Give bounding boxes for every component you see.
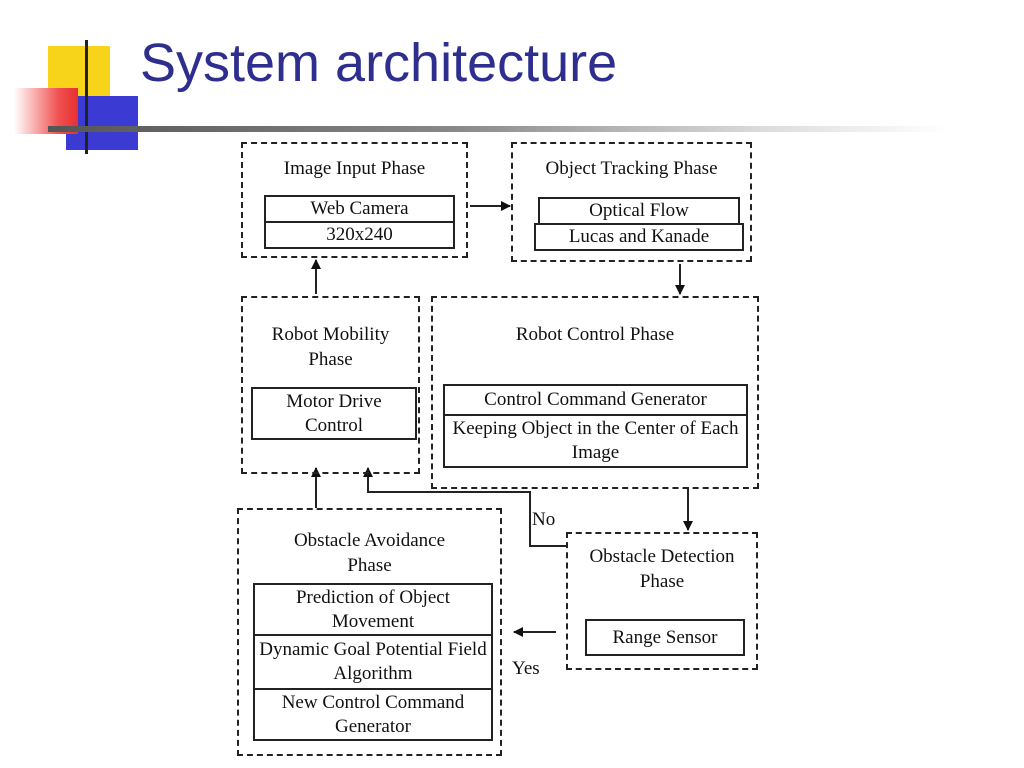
keep-object-centered-box: Keeping Object in the Center of Each Ima…	[443, 414, 748, 468]
robot-control-phase-title: Robot Control Phase	[515, 324, 675, 345]
slide-title: System architecture	[140, 33, 618, 93]
web-camera-box: Web Camera	[264, 195, 455, 223]
new-control-command-box: New Control Command Generator	[253, 688, 493, 741]
optical-flow-box: Optical Flow	[538, 197, 740, 225]
obstacle-detection-phase: Obstacle Detection Phase	[566, 532, 758, 670]
yes-label: Yes	[512, 658, 540, 679]
decor-vertical-line	[85, 40, 88, 154]
resolution-box: 320x240	[264, 221, 455, 249]
control-command-generator-box: Control Command Generator	[443, 384, 748, 416]
obstacle-avoidance-phase: Obstacle Avoidance Phase	[237, 508, 502, 756]
decor-blue-square	[66, 96, 138, 150]
robot-mobility-phase: Robot Mobility Phase	[241, 296, 420, 474]
arrow-detection-no-to-mobility	[363, 467, 566, 547]
object-tracking-phase-title: Object Tracking Phase	[545, 158, 718, 179]
title-underline	[48, 126, 948, 132]
prediction-movement-box: Prediction of Object Movement	[253, 583, 493, 636]
robot-control-phase: Robot Control Phase	[431, 296, 759, 489]
no-label: No	[532, 509, 556, 530]
motor-drive-control-box: Motor Drive Control	[251, 387, 417, 440]
range-sensor-box: Range Sensor	[585, 619, 745, 656]
lucas-kanade-box: Lucas and Kanade	[534, 223, 744, 251]
dynamic-goal-algorithm-box: Dynamic Goal Potential Field Algorithm	[253, 634, 493, 690]
image-input-phase: Image Input Phase	[241, 142, 468, 258]
obstacle-detection-phase-title: Obstacle Detection Phase	[589, 546, 735, 592]
obstacle-avoidance-phase-title: Obstacle Avoidance Phase	[293, 530, 446, 576]
object-tracking-phase: Object Tracking Phase	[511, 142, 752, 262]
robot-mobility-phase-title: Robot Mobility Phase	[271, 324, 390, 370]
image-input-phase-title: Image Input Phase	[283, 158, 426, 179]
